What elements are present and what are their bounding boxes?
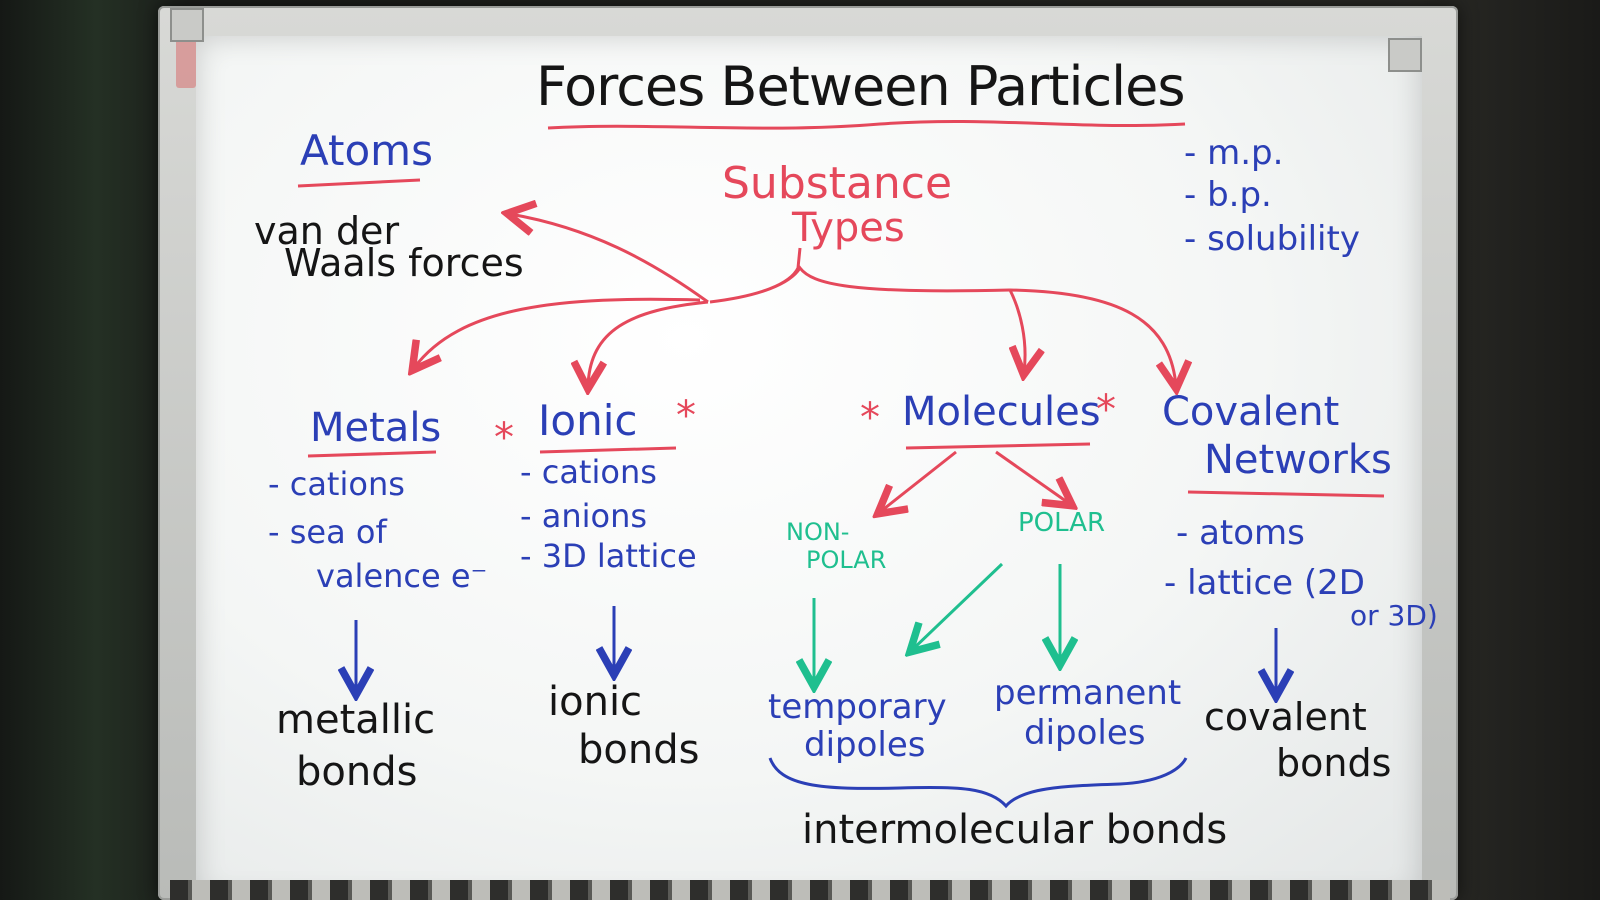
- polar-label: POLAR: [1018, 508, 1106, 538]
- ionic-item-lattice: - 3D lattice: [520, 537, 697, 575]
- ionic-star-left: *: [494, 415, 514, 461]
- intermolecular-brace: [768, 757, 1188, 809]
- molecules-star-left: *: [860, 395, 880, 441]
- atoms-force-line1: van der: [254, 209, 400, 253]
- nonpolar-line2: POLAR: [806, 546, 887, 574]
- temporary-line2: dipoles: [804, 725, 926, 765]
- molecules-star-right: *: [1096, 387, 1116, 433]
- metals-bond-line1: metallic: [276, 697, 436, 743]
- substance-label: Substance: [722, 158, 953, 209]
- covalent-item-atoms: - atoms: [1176, 513, 1305, 553]
- ionic-item-cations: - cations: [520, 453, 657, 491]
- covalent-bond-line1: covalent: [1204, 695, 1367, 739]
- arrow-to-atoms: [510, 214, 709, 304]
- types-label: Types: [792, 205, 905, 251]
- metals-underline: [307, 450, 437, 458]
- frame-corner-top-right: [1388, 38, 1422, 72]
- arrow-to-metals: [414, 297, 701, 368]
- ionic-bond-line1: ionic: [548, 679, 643, 725]
- metals-heading: Metals: [310, 405, 442, 451]
- temporary-line1: temporary: [768, 687, 947, 727]
- frame-corner-top-left: [170, 8, 204, 42]
- substance-brace: [709, 247, 1011, 304]
- covalent-underline: [1187, 490, 1385, 498]
- nonpolar-line1: NON-: [786, 518, 850, 546]
- covalent-bond-line2: bonds: [1276, 741, 1392, 785]
- ionic-underline: [539, 446, 677, 454]
- arrow-to-covalent: [1009, 288, 1176, 386]
- arrow-to-polar: [995, 450, 1070, 504]
- board-title: Forces Between Particles: [536, 55, 1185, 118]
- arrow-to-molecules: [1010, 289, 1025, 372]
- property-solubility: - solubility: [1184, 219, 1360, 259]
- metals-item-valence: valence e⁻: [316, 557, 488, 595]
- ionic-bond-line2: bonds: [578, 727, 700, 773]
- ionic-item-anions: - anions: [520, 497, 648, 535]
- molecules-heading: Molecules: [902, 389, 1101, 435]
- molecules-underline: [905, 442, 1091, 450]
- property-bp: - b.p.: [1184, 175, 1272, 215]
- arrow-polar-to-temporary: [912, 562, 1004, 650]
- marker-tray: [170, 880, 1450, 900]
- atoms-underline: [297, 178, 421, 188]
- arrow-to-ionic: [588, 300, 709, 386]
- property-mp: - m.p.: [1184, 133, 1284, 173]
- intermolecular-label: intermolecular bonds: [802, 807, 1228, 853]
- atoms-force-line2: Waals forces: [284, 241, 524, 285]
- metals-bond-line2: bonds: [296, 749, 418, 795]
- permanent-line1: permanent: [994, 673, 1182, 713]
- metals-item-sea: - sea of: [268, 513, 387, 551]
- arrow-to-nonpolar: [880, 450, 957, 512]
- covalent-heading-line1: Covalent: [1162, 389, 1340, 435]
- ionic-star-right: *: [676, 393, 696, 439]
- atoms-heading: Atoms: [300, 126, 433, 175]
- ionic-heading: Ionic: [538, 396, 638, 445]
- title-underline: [547, 119, 1186, 130]
- covalent-item-or3d: or 3D): [1350, 599, 1438, 632]
- covalent-heading-line2: Networks: [1204, 437, 1392, 483]
- covalent-item-lattice: - lattice (2D: [1164, 563, 1365, 603]
- metals-item-cations: - cations: [268, 465, 405, 503]
- permanent-line2: dipoles: [1024, 713, 1146, 753]
